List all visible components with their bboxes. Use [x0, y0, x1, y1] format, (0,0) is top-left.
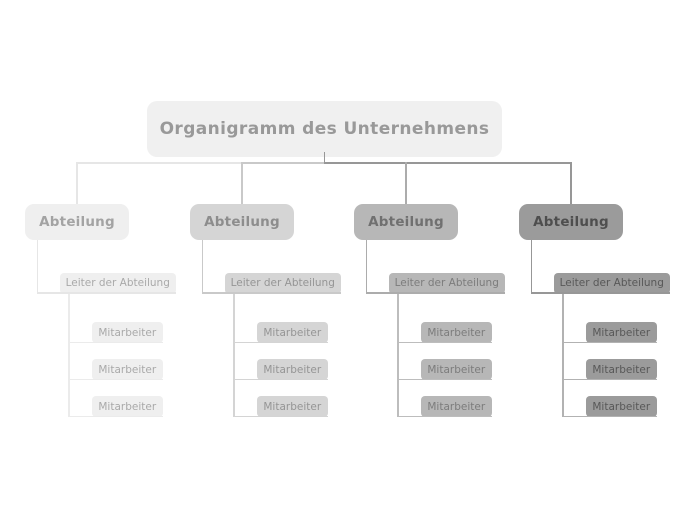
employee-node[interactable]: Mitarbeiter: [91, 396, 163, 417]
connector-employee-shelf: [397, 341, 492, 343]
employee-node[interactable]: Mitarbeiter: [91, 359, 163, 380]
employee-label: Mitarbeiter: [592, 326, 651, 339]
branch-1: Abteilung Leiter der Abteilung Mitarbeit…: [25, 0, 185, 520]
connector-employee-shelf: [68, 378, 163, 380]
employee-node[interactable]: Mitarbeiter: [585, 359, 657, 380]
leader-node[interactable]: Leiter der Abteilung: [224, 272, 341, 294]
employee-label: Mitarbeiter: [592, 400, 651, 413]
connector-employee-shelf: [233, 378, 328, 380]
leader-node[interactable]: Leiter der Abteilung: [59, 272, 176, 294]
branch-4: Abteilung Leiter der Abteilung Mitarbeit…: [519, 0, 679, 520]
department-node[interactable]: Abteilung: [354, 204, 458, 240]
employee-node[interactable]: Mitarbeiter: [420, 359, 492, 380]
connector-leader-employees: [68, 293, 70, 417]
leader-node[interactable]: Leiter der Abteilung: [388, 272, 505, 294]
employee-node[interactable]: Mitarbeiter: [585, 396, 657, 417]
leader-label: Leiter der Abteilung: [230, 277, 335, 289]
connector-dept-leader: [365, 240, 367, 293]
connector-employee-shelf: [562, 341, 657, 343]
connector-dept-leader: [530, 240, 532, 293]
leader-label: Leiter der Abteilung: [559, 277, 664, 289]
leader-node[interactable]: Leiter der Abteilung: [553, 272, 670, 294]
employee-label: Mitarbeiter: [592, 363, 651, 376]
connector-root-stub: [323, 152, 326, 164]
connector-employee-shelf: [397, 415, 492, 417]
employee-node[interactable]: Mitarbeiter: [420, 322, 492, 343]
employee-node[interactable]: Mitarbeiter: [585, 322, 657, 343]
employee-label: Mitarbeiter: [98, 400, 157, 413]
employee-node[interactable]: Mitarbeiter: [420, 396, 492, 417]
employee-label: Mitarbeiter: [427, 363, 486, 376]
department-node[interactable]: Abteilung: [190, 204, 294, 240]
department-label: Abteilung: [204, 214, 280, 230]
connector-leader-employees: [562, 293, 564, 417]
employee-node[interactable]: Mitarbeiter: [256, 322, 328, 343]
connector-employee-shelf: [233, 341, 328, 343]
employee-node[interactable]: Mitarbeiter: [256, 359, 328, 380]
connector-dept-leader: [201, 240, 203, 293]
department-label: Abteilung: [533, 214, 609, 230]
connector-leader-employees: [233, 293, 235, 417]
department-label: Abteilung: [368, 214, 444, 230]
employee-label: Mitarbeiter: [427, 400, 486, 413]
employee-label: Mitarbeiter: [263, 363, 322, 376]
employee-node[interactable]: Mitarbeiter: [91, 322, 163, 343]
connector-leader-shelf: [36, 292, 176, 294]
leader-label: Leiter der Abteilung: [65, 277, 170, 289]
connector-leader-shelf: [365, 292, 505, 294]
connector-drop-icon: [241, 162, 243, 205]
root-node-label: Organigramm des Unternehmens: [159, 119, 490, 139]
employee-label: Mitarbeiter: [98, 326, 157, 339]
employee-node[interactable]: Mitarbeiter: [256, 396, 328, 417]
connector-employee-shelf: [68, 341, 163, 343]
department-node[interactable]: Abteilung: [25, 204, 129, 240]
connector-leader-shelf: [530, 292, 670, 294]
employee-label: Mitarbeiter: [263, 326, 322, 339]
branch-2: Abteilung Leiter der Abteilung Mitarbeit…: [190, 0, 350, 520]
connector-employee-shelf: [68, 415, 163, 417]
connector-top-right: [324, 162, 572, 164]
connector-employee-shelf: [562, 378, 657, 380]
employee-label: Mitarbeiter: [427, 326, 486, 339]
employee-label: Mitarbeiter: [263, 400, 322, 413]
branch-3: Abteilung Leiter der Abteilung Mitarbeit…: [354, 0, 514, 520]
employee-label: Mitarbeiter: [98, 363, 157, 376]
connector-employee-shelf: [233, 415, 328, 417]
leader-label: Leiter der Abteilung: [394, 277, 499, 289]
connector-employee-shelf: [562, 415, 657, 417]
root-node[interactable]: Organigramm des Unternehmens: [147, 101, 502, 157]
connector-drop-icon: [76, 162, 78, 205]
connector-top-mid: [241, 162, 325, 164]
connector-employee-shelf: [397, 378, 492, 380]
connector-leader-employees: [397, 293, 399, 417]
connector-top-left: [77, 162, 242, 164]
connector-leader-shelf: [201, 292, 341, 294]
department-node[interactable]: Abteilung: [519, 204, 623, 240]
connector-drop-icon: [570, 162, 572, 205]
department-label: Abteilung: [39, 214, 115, 230]
connector-dept-leader: [36, 240, 38, 293]
connector-drop-icon: [405, 162, 407, 205]
